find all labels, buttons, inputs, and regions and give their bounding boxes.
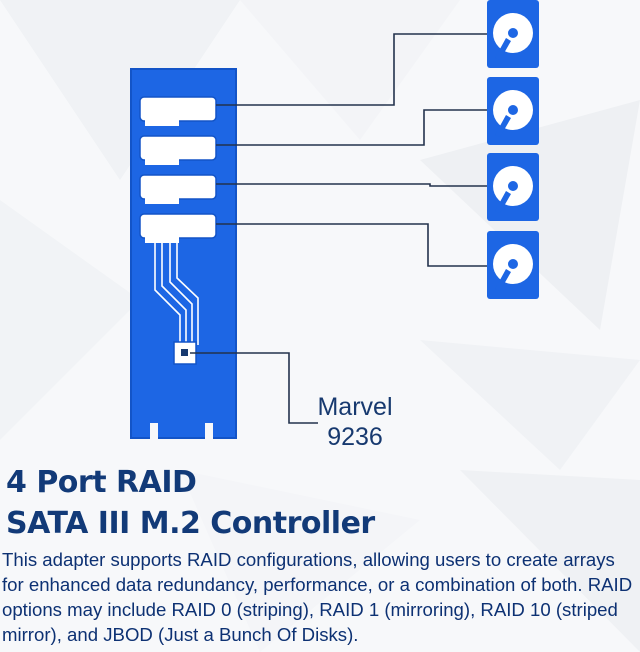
chip-label: Marvel 9236: [300, 392, 410, 452]
title-line2: SATA III M.2 Controller: [6, 506, 375, 541]
chip-label-line1: Marvel: [317, 393, 393, 421]
sata-connector: [139, 96, 217, 126]
sata-connector: [139, 135, 217, 165]
hard-disk-drive-icon: [487, 231, 539, 299]
title-line1: 4 Port RAID: [6, 465, 197, 500]
raid-card-diagram: [130, 0, 539, 439]
page-title: 4 Port RAID SATA III M.2 Controller: [6, 462, 375, 544]
sata-connector: [139, 213, 217, 243]
hard-disk-drive-icon: [487, 153, 539, 221]
hard-disk-drive-icon: [487, 0, 539, 68]
connection-lines: [190, 33, 488, 424]
description-text: This adapter supports RAID configuration…: [2, 549, 633, 645]
hard-disk-drive-icon: [487, 77, 539, 145]
m2-card: [130, 68, 237, 439]
chip-label-line2: 9236: [327, 423, 383, 451]
sata-connector: [139, 174, 217, 204]
circuit-traces: [154, 240, 199, 345]
